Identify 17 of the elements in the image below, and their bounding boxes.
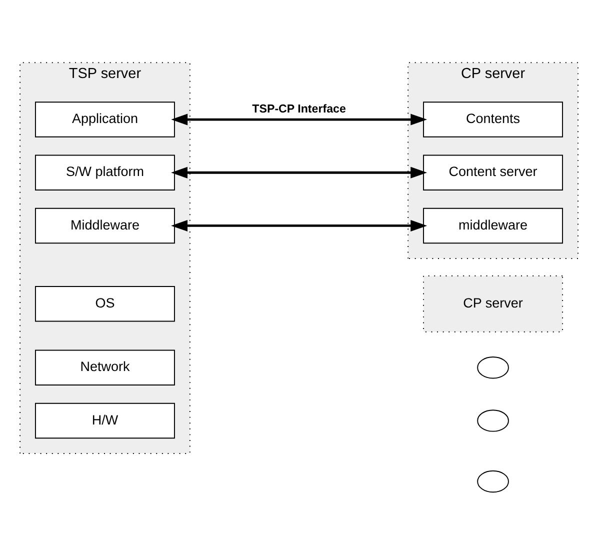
node-box: Middleware (35, 207, 175, 244)
edge-label: TSP-CP Interface (252, 102, 346, 115)
arrow (171, 166, 428, 178)
node-box: Contents (423, 101, 563, 137)
arrow (171, 219, 428, 231)
node-box: CP server (423, 274, 563, 332)
node-box: middleware (423, 207, 563, 244)
arrow (171, 113, 428, 125)
node-box: H/W (35, 402, 175, 438)
node-box: S/W platform (35, 154, 175, 190)
node-ellipse (477, 470, 509, 492)
node-box: Content server (423, 154, 563, 190)
node-box: Application (35, 101, 175, 137)
node-ellipse (477, 356, 509, 378)
node-box: Network (35, 349, 175, 385)
node-box: OS (35, 286, 175, 322)
node-ellipse (477, 409, 509, 432)
